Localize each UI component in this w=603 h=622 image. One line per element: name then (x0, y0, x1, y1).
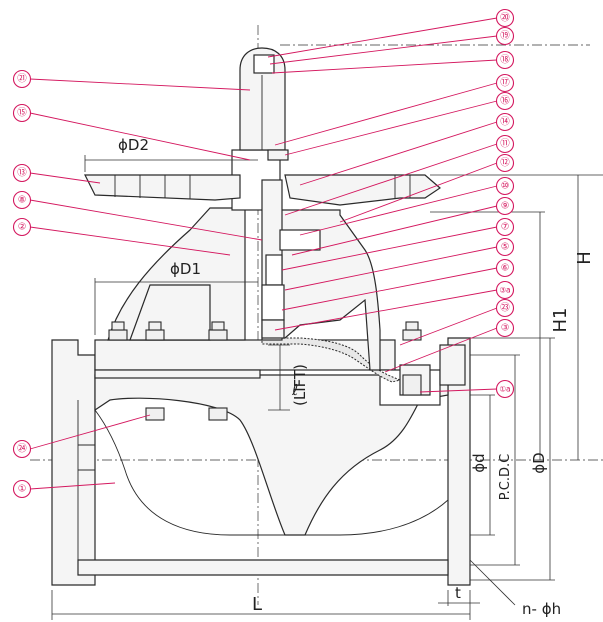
dimension-labels: ϕD2 ϕD1 H H1 ℓ (LIFT) ϕd P.C.D.C ϕD L t … (118, 136, 595, 618)
balloon-20-label: ⑳ (500, 13, 510, 24)
balloon-21: ㉑ (12, 69, 32, 89)
balloon-11-label: ⑪ (500, 139, 510, 150)
balloon-21-label: ㉑ (17, 74, 27, 85)
dim-lift-symbol: ℓ (291, 381, 298, 399)
balloon-3a: ③a (495, 280, 515, 300)
balloon-19-label: ⑲ (500, 31, 510, 42)
balloon-14: ⑭ (495, 112, 515, 132)
dim-H-label: H (574, 251, 595, 265)
balloon-12: ⑫ (495, 153, 515, 173)
dim-H1-label: H1 (550, 308, 571, 333)
balloon-15: ⑮ (12, 103, 32, 123)
balloon-14-label: ⑭ (500, 117, 510, 128)
balloon-3: ③ (495, 318, 515, 338)
bolt-top-3 (208, 321, 228, 341)
dim-D2-label: ϕD2 (118, 136, 149, 154)
balloon-10: ⑩ (495, 176, 515, 196)
balloon-24-label: ㉔ (17, 444, 27, 455)
balloon-16-label: ⑯ (500, 96, 510, 107)
dim-t-label: t (455, 584, 461, 602)
bolt-bottom-3 (402, 374, 422, 396)
balloon-18: ⑱ (495, 50, 515, 70)
balloon-3-label: ③ (501, 323, 510, 334)
balloon-8-label: ⑧ (18, 195, 27, 206)
balloon-24: ㉔ (12, 439, 32, 459)
balloon-2-label: ② (18, 222, 27, 233)
balloon-17-label: ⑰ (500, 78, 510, 89)
balloon-23-label: ㉓ (500, 303, 510, 314)
balloon-9: ⑨ (495, 196, 515, 216)
balloon-17: ⑰ (495, 73, 515, 93)
balloon-13-label: ⑬ (17, 168, 27, 179)
balloon-1a: ①a (495, 379, 515, 399)
balloon-6: ⑥ (495, 258, 515, 278)
balloon-2: ② (12, 217, 32, 237)
balloon-23: ㉓ (495, 298, 515, 318)
bolt-top-1 (108, 321, 128, 341)
bolt-bottom-2 (208, 407, 228, 421)
dim-nh-label: n- ϕh (522, 600, 561, 618)
balloon-7-label: ⑦ (501, 222, 510, 233)
diaphragm (261, 337, 402, 383)
balloon-18-label: ⑱ (500, 55, 510, 66)
valve-body (51, 337, 471, 586)
balloon-20: ⑳ (495, 8, 515, 28)
indicator-cap (239, 47, 289, 161)
balloon-9-label: ⑨ (501, 201, 510, 212)
balloon-13: ⑬ (12, 163, 32, 183)
dim-D-label: ϕD (530, 452, 548, 473)
dimension-lines (51, 155, 603, 620)
dim-d-label: ϕd (470, 453, 488, 472)
balloon-1-label: ① (18, 484, 27, 495)
balloon-7: ⑦ (495, 217, 515, 237)
balloon-15-label: ⑮ (17, 108, 27, 119)
balloon-19: ⑲ (495, 26, 515, 46)
balloon-8: ⑧ (12, 190, 32, 210)
dim-lift-label: (LIFT) (291, 364, 309, 406)
handwheel (84, 174, 441, 206)
balloon-6-label: ⑥ (501, 263, 510, 274)
bolt-bottom-1 (145, 407, 165, 421)
balloon-10-label: ⑩ (501, 181, 510, 192)
leader-lines (29, 17, 498, 490)
bolts (108, 321, 422, 421)
balloon-1: ① (12, 479, 32, 499)
dim-pcd-label: P.C.D.C (498, 454, 513, 500)
balloon-5-label: ⑤ (501, 242, 510, 253)
balloon-12-label: ⑫ (500, 158, 510, 169)
balloon-1a-label: ①a (499, 385, 510, 394)
bolt-top-4 (402, 321, 422, 341)
dim-L-label: L (252, 594, 262, 615)
balloon-16: ⑯ (495, 91, 515, 111)
balloon-11: ⑪ (495, 134, 515, 154)
dim-D1-label: ϕD1 (170, 260, 201, 278)
balloon-3a-label: ③a (499, 286, 510, 295)
balloon-5: ⑤ (495, 237, 515, 257)
balloons: ⑳ ⑲ ⑱ ㉑ ⑰ ⑯ ⑮ ⑭ (12, 8, 515, 499)
bolt-top-2 (145, 321, 165, 341)
